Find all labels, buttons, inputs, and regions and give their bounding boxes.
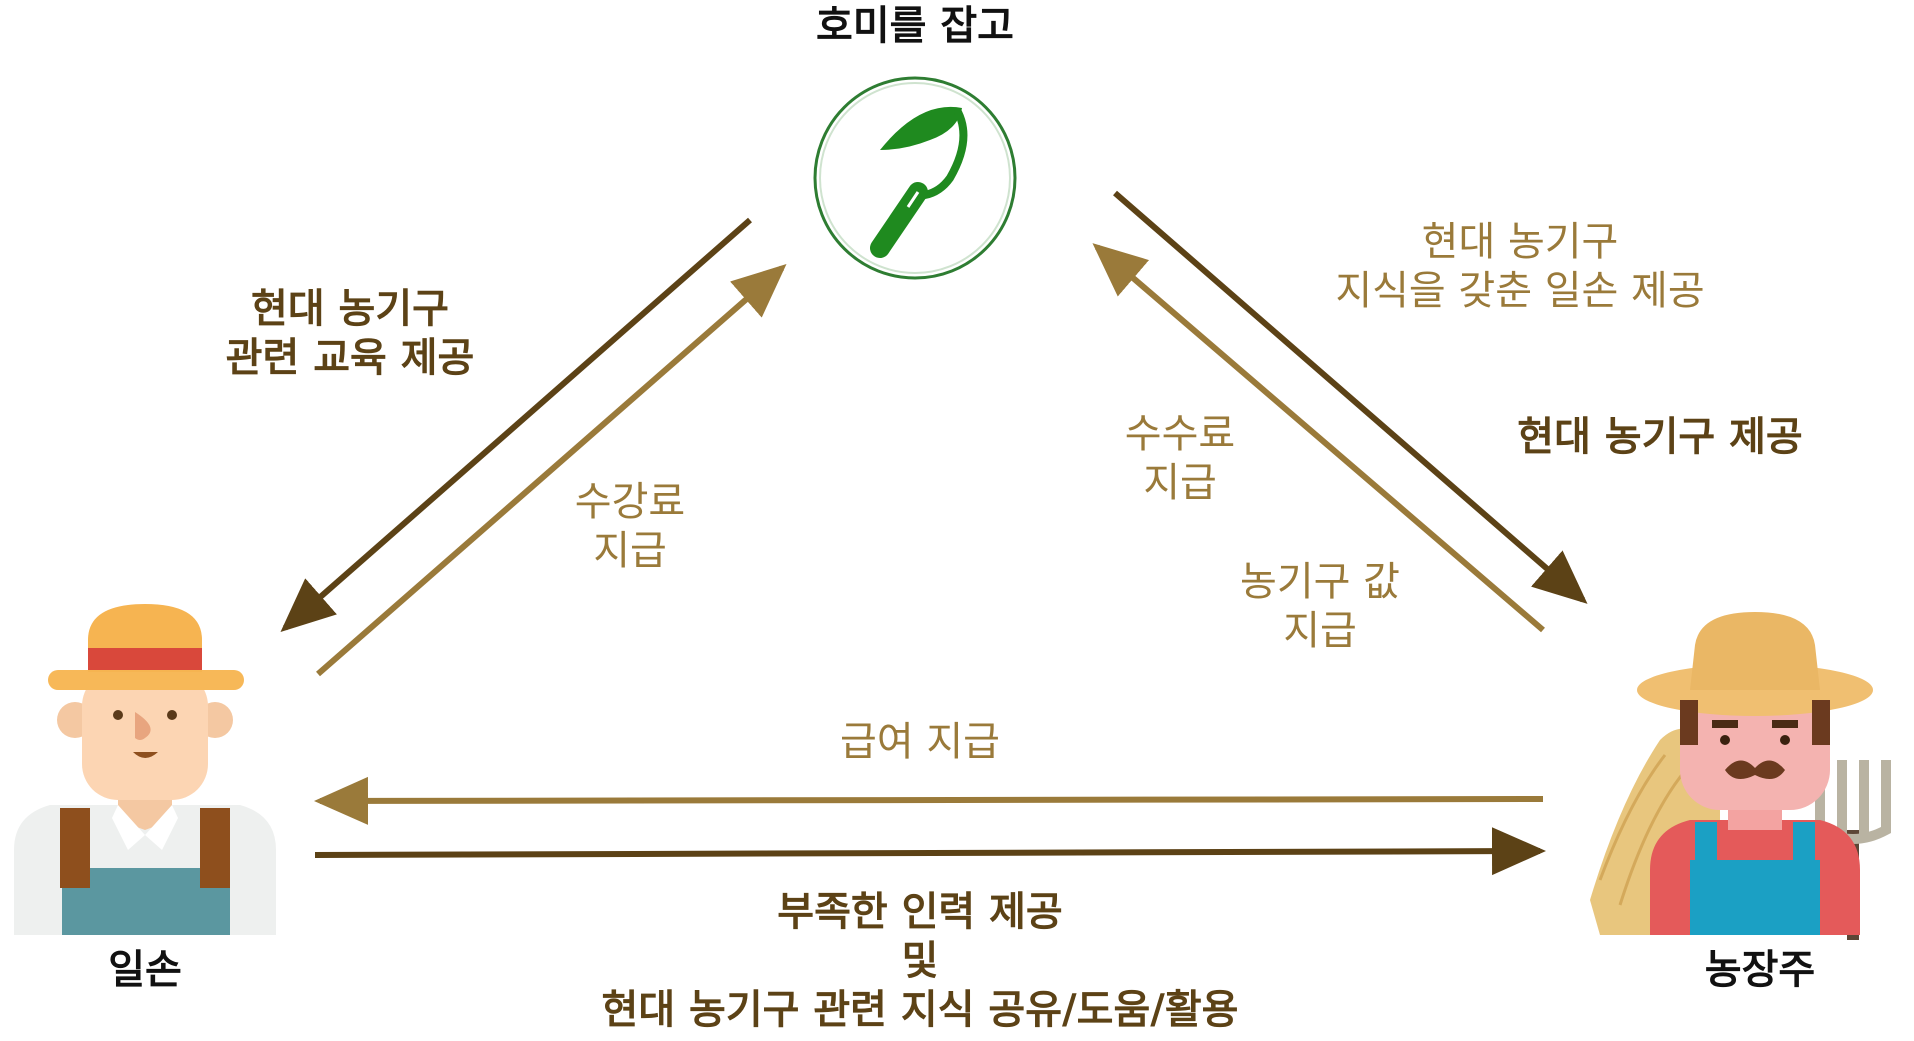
label-top-to-left: 현대 농기구 관련 교육 제공: [225, 285, 475, 381]
farm-owner-icon: [1590, 612, 1891, 940]
arrow-left-to-top: [316, 264, 787, 677]
label-right-to-left: 급여 지급: [840, 719, 1000, 765]
label-top-to-right-tools: 현대 농기구 제공: [1517, 413, 1803, 460]
label-right-to-top-price: 농기구 값 지급: [1240, 559, 1400, 654]
label-left-to-right: 부족한 인력 제공 및 현대 농기구 관련 지식 공유/도움/활용: [601, 888, 1239, 1033]
arrow-right-to-top: [1092, 243, 1545, 633]
arrow-left-to-right: [314, 827, 1546, 876]
node-title-right: 농장주: [1704, 946, 1816, 993]
hoe-icon: [813, 76, 1017, 280]
label-top-to-right: 현대 농기구 지식을 갖춘 일손 제공: [1335, 219, 1705, 314]
label-right-to-top-fee: 수수료 지급: [1124, 411, 1236, 506]
arrow-top-to-left: [280, 217, 752, 632]
node-title-left: 일손: [108, 946, 182, 993]
arrow-top-to-right: [1113, 190, 1588, 604]
arrow-right-to-left: [314, 776, 1544, 825]
young-farmer-icon: [14, 604, 276, 935]
label-left-to-top: 수강료 지급: [574, 479, 686, 574]
node-title-top: 호미를 잡고: [816, 2, 1014, 49]
